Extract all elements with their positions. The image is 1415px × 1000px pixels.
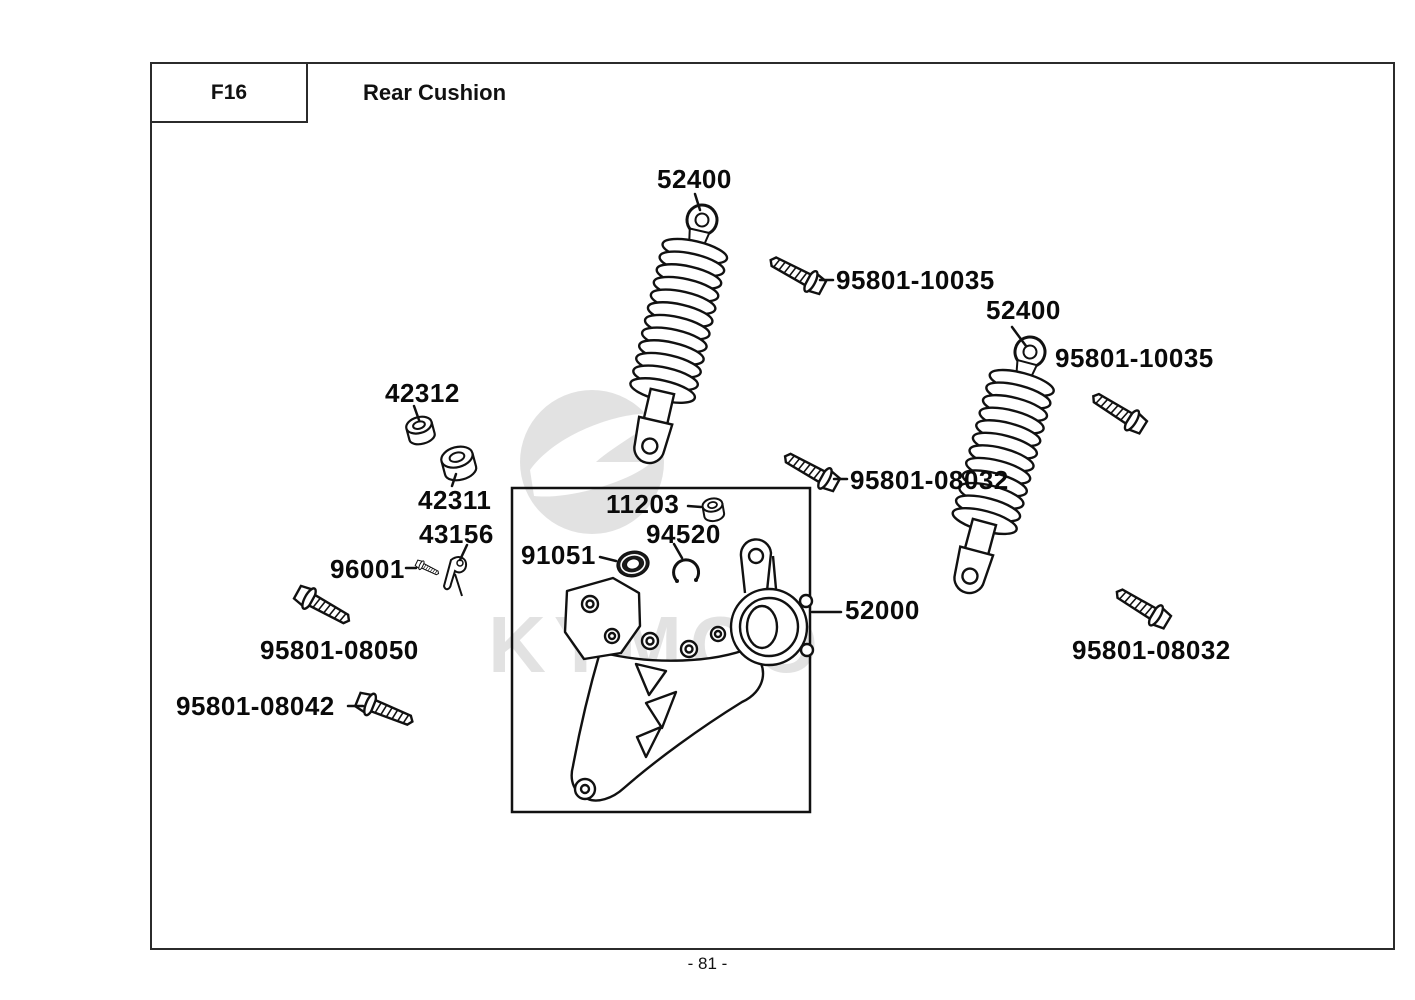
- screw-96001-drawing: [413, 558, 442, 579]
- swingarm-drawing: [563, 538, 815, 802]
- part-label-52000: 52000: [845, 595, 920, 625]
- bushing-42311-drawing: [440, 445, 478, 482]
- bolt-10035-right-drawing: [1086, 385, 1151, 439]
- part-label-11203: 11203: [606, 489, 680, 519]
- part-label-96001: 96001: [330, 554, 405, 584]
- part-label-95801-08050: 95801-08050: [260, 635, 419, 665]
- part-label-95801-10035-right: 95801-10035: [1055, 343, 1214, 373]
- clamp-43156-drawing: [442, 556, 468, 597]
- bolt-10035-top-drawing: [764, 248, 830, 299]
- part-label-42312: 42312: [385, 378, 460, 408]
- page-title: Rear Cushion: [363, 79, 507, 105]
- part-label-94520: 94520: [646, 519, 721, 549]
- bolt-08032-bottom-drawing: [1109, 580, 1175, 634]
- part-label-91051: 91051: [521, 540, 596, 570]
- snap-ring-94520-drawing: [672, 558, 701, 583]
- part-label-42311: 42311: [418, 485, 492, 515]
- part-label-95801-08042: 95801-08042: [176, 691, 335, 721]
- bushing-42312-drawing: [405, 415, 436, 446]
- bushing-11203-drawing: [701, 497, 726, 523]
- part-label-43156: 43156: [419, 519, 494, 549]
- bearing-91051-drawing: [616, 550, 650, 578]
- part-label-52400-left: 52400: [657, 164, 732, 194]
- part-label-52400-right: 52400: [986, 295, 1061, 325]
- page-number: - 81 -: [687, 954, 728, 973]
- part-label-95801-08032-mid: 95801-08032: [850, 465, 1009, 495]
- diagram-frame: [150, 62, 1395, 950]
- section-code: F16: [210, 80, 248, 104]
- bolt-08042-drawing: [352, 687, 418, 734]
- leader-lines: [346, 192, 1028, 708]
- watermark-emblem-swoosh: [530, 413, 664, 497]
- bolt-08050-drawing: [290, 581, 356, 632]
- section-code-box: F16: [150, 62, 308, 123]
- part-label-95801-08032-bottom: 95801-08032: [1072, 635, 1231, 665]
- part-label-95801-10035-top: 95801-10035: [836, 265, 995, 295]
